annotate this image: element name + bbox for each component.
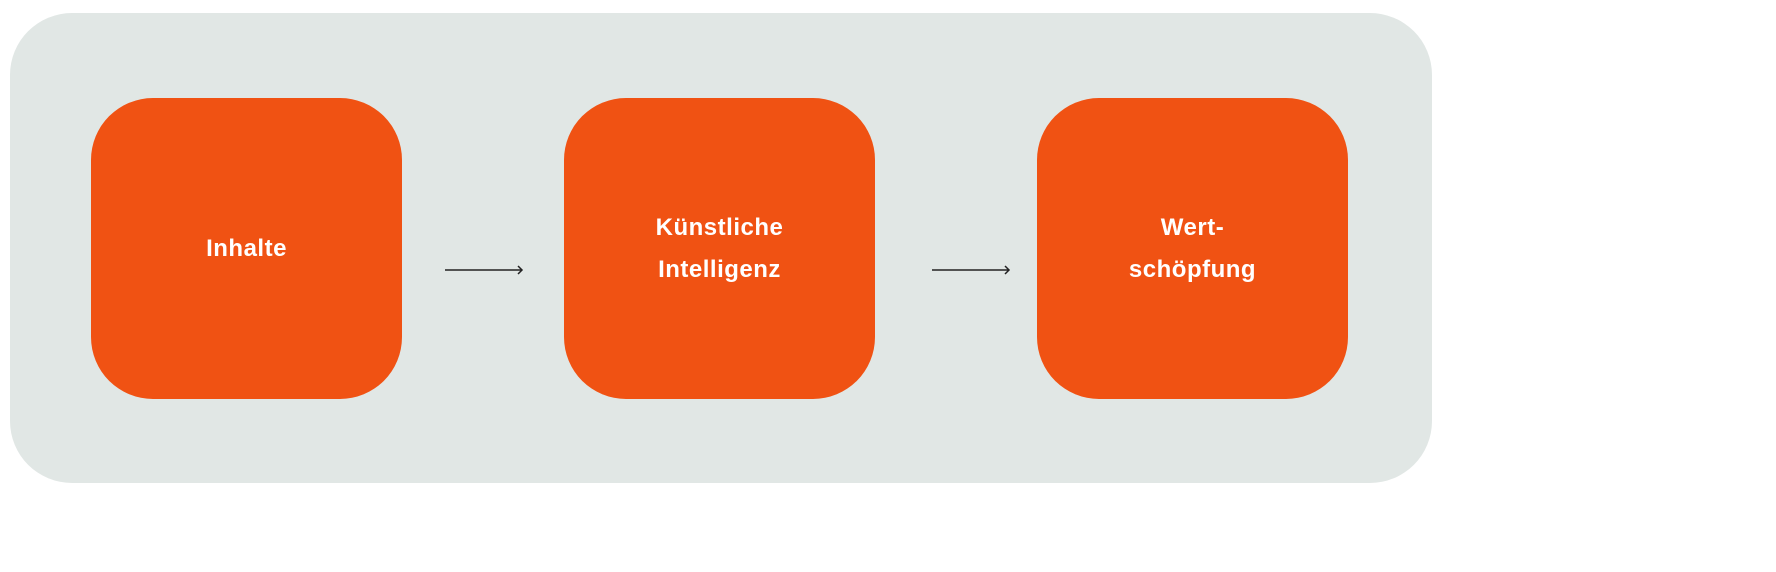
step-label-line-2: Intelligenz	[658, 255, 781, 283]
step-inhalte: Inhalte	[91, 98, 402, 399]
step-wertschoepfung: Wert- schöpfung	[1037, 98, 1348, 399]
step-label-line-2: schöpfung	[1128, 255, 1257, 283]
step-label: Inhalte	[206, 234, 287, 262]
step-kuenstliche-intelligenz: Künstliche Intelligenz	[564, 98, 875, 399]
arrow-right-icon	[932, 265, 1011, 275]
arrow-right-icon	[445, 265, 524, 275]
step-label-line-1: Wert-	[1160, 213, 1225, 241]
step-label-line-1: Künstliche	[655, 213, 784, 241]
